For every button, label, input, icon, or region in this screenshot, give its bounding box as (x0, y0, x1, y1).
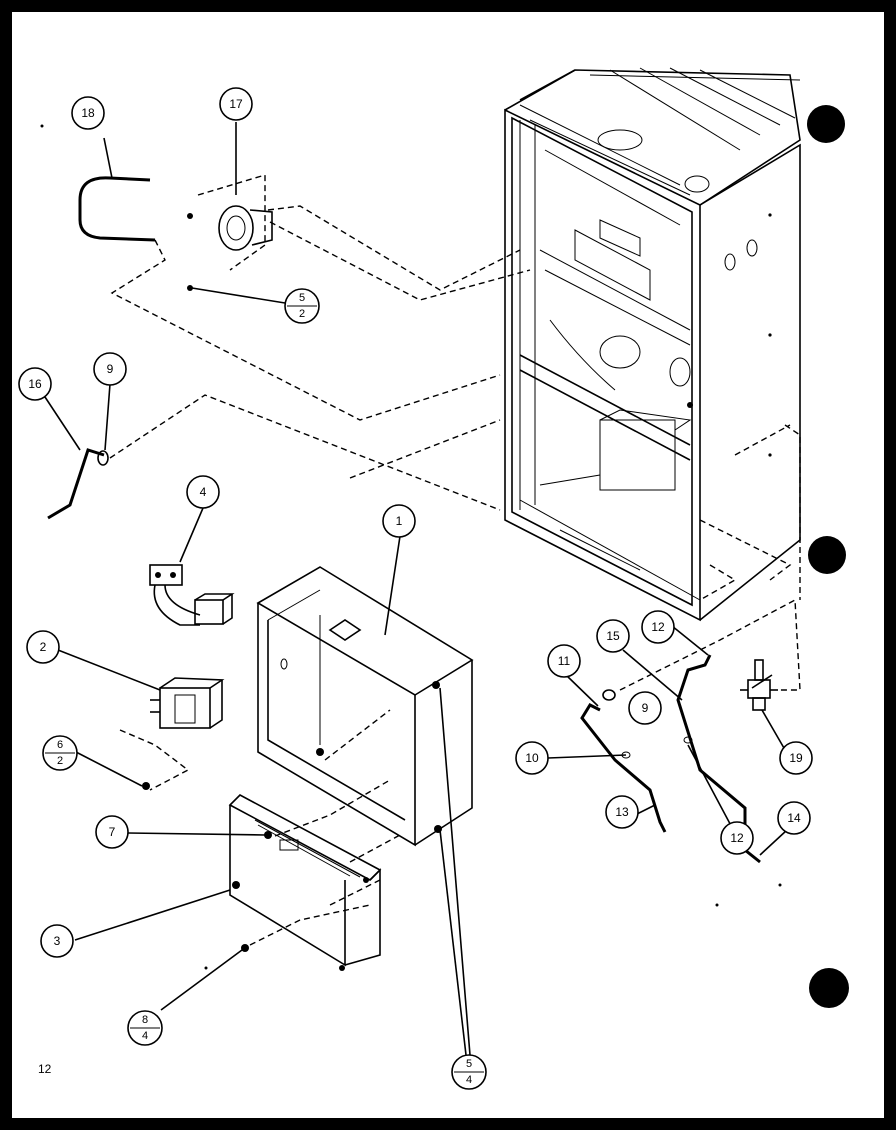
registration-dot-middle (808, 536, 846, 574)
fraction-6-2-bottom: 2 (57, 755, 63, 767)
part-9-clip-left (97, 450, 109, 466)
part-17-pressure-switch (187, 205, 273, 251)
part-3-control-board (228, 794, 382, 971)
callout-3-label: 3 (54, 934, 61, 948)
furnace-cabinet (504, 67, 801, 622)
part-1-control-box (256, 566, 474, 847)
callout-10-label: 10 (525, 751, 539, 765)
callout-12-top-label: 12 (651, 620, 665, 634)
callout-16-label: 16 (28, 377, 42, 391)
fraction-callout-5-4: 5 4 (451, 1054, 487, 1090)
part-19-gas-valve (740, 659, 778, 711)
part-16-tube (47, 448, 105, 520)
fraction-5-2-top: 5 (299, 292, 305, 304)
callout-18-label: 18 (81, 106, 95, 120)
part-2-transformer (150, 677, 225, 729)
callout-11-label: 11 (558, 654, 571, 668)
callout-13-label: 13 (615, 805, 629, 819)
callout-7-label: 7 (109, 825, 116, 839)
fraction-5-4-bottom: 4 (466, 1074, 472, 1086)
callout-17-label: 17 (229, 97, 243, 111)
callout-15: 15 (596, 619, 630, 653)
callout-3: 3 (40, 924, 74, 958)
callout-19-label: 19 (789, 751, 803, 765)
fraction-callout-8-4: 8 4 (127, 1010, 163, 1046)
part-18-tube (78, 176, 156, 242)
fraction-5-2-bottom: 2 (299, 308, 305, 320)
callout-13: 13 (605, 795, 639, 829)
callout-9-left-label: 9 (107, 362, 114, 376)
callout-14: 14 (777, 801, 811, 835)
callout-17: 17 (219, 87, 253, 121)
callout-4-label: 4 (200, 485, 207, 499)
callout-12-top: 12 (641, 610, 675, 644)
callout-12-bottom: 12 (720, 821, 754, 855)
callout-2: 2 (26, 630, 60, 664)
callout-1: 1 (382, 504, 416, 538)
fraction-callout-5-2: 5 2 (284, 288, 320, 324)
callout-9-right-label: 9 (642, 701, 649, 715)
callout-1-label: 1 (396, 514, 403, 528)
registration-dot-top (807, 105, 845, 143)
callout-19: 19 (779, 741, 813, 775)
part-4-limit-switch (149, 564, 235, 626)
part-9-clip-right (602, 689, 616, 701)
fraction-callout-6-2: 6 2 (42, 735, 78, 771)
callout-11: 11 (547, 644, 581, 678)
fraction-8-4-top: 8 (142, 1014, 148, 1026)
registration-dot-bottom (809, 968, 849, 1008)
callout-7: 7 (95, 815, 129, 849)
callout-2-label: 2 (40, 640, 47, 654)
callout-15-label: 15 (606, 629, 620, 643)
callout-10: 10 (515, 741, 549, 775)
callout-12-bottom-label: 12 (730, 831, 744, 845)
callout-14-label: 14 (787, 811, 801, 825)
callout-16: 16 (18, 367, 52, 401)
callout-9-right: 9 (628, 691, 662, 725)
callout-4: 4 (186, 475, 220, 509)
callout-18: 18 (71, 96, 105, 130)
fraction-6-2-top: 6 (57, 739, 63, 751)
callout-9-left: 9 (93, 352, 127, 386)
fraction-8-4-bottom: 4 (142, 1030, 148, 1042)
page-number: 12 (38, 1062, 52, 1076)
fraction-5-4-top: 5 (466, 1058, 472, 1070)
